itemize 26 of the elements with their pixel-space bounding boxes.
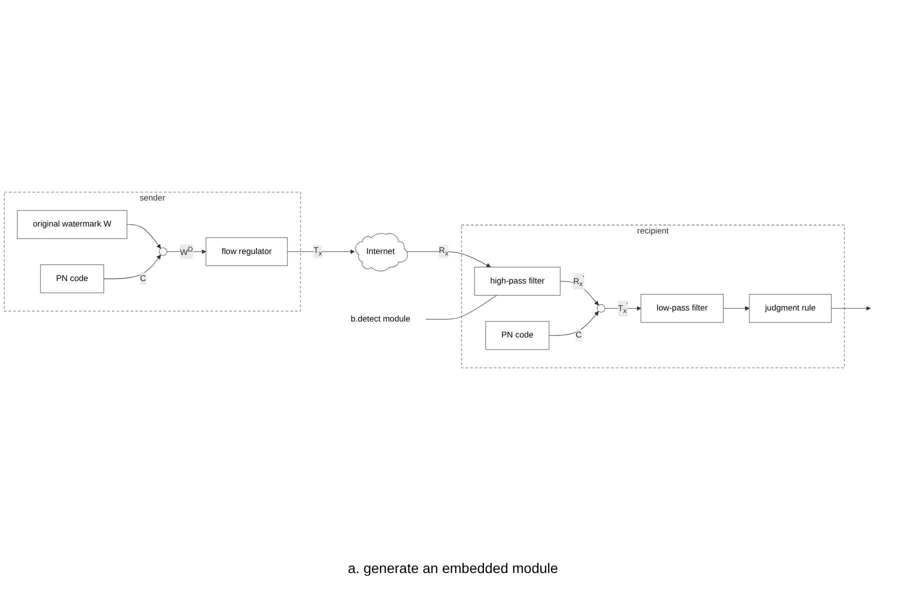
node-box: judgment rule <box>749 294 832 323</box>
arrow <box>548 311 599 336</box>
arrow <box>126 224 161 249</box>
node-box: PN code <box>485 321 550 350</box>
arrow <box>406 251 491 268</box>
node-box: high-pass filter <box>474 266 560 296</box>
module-caption: a. generate an embedded module <box>346 560 560 576</box>
arrow <box>560 280 599 306</box>
edge-label: C <box>576 330 582 340</box>
edge-label: W$^{D}$ <box>180 245 193 257</box>
arrow <box>831 306 871 311</box>
arrow <box>604 306 642 311</box>
edge-label: C <box>140 274 146 283</box>
node-circle <box>596 304 606 312</box>
edge-label: R$_{x}$ <box>438 246 448 257</box>
arrow <box>723 306 750 311</box>
node-text: b.detect module <box>350 314 410 324</box>
node-box: flow regulator <box>206 237 288 266</box>
node-box: original watermark W <box>17 210 128 239</box>
node-circle <box>158 247 168 256</box>
node-box: PN code <box>40 264 104 294</box>
edge-label: T$_{x}$ <box>314 246 322 257</box>
arrow <box>104 254 161 280</box>
connector <box>426 295 497 320</box>
arrow <box>287 249 355 254</box>
node-box: low-pass filter <box>640 294 724 323</box>
